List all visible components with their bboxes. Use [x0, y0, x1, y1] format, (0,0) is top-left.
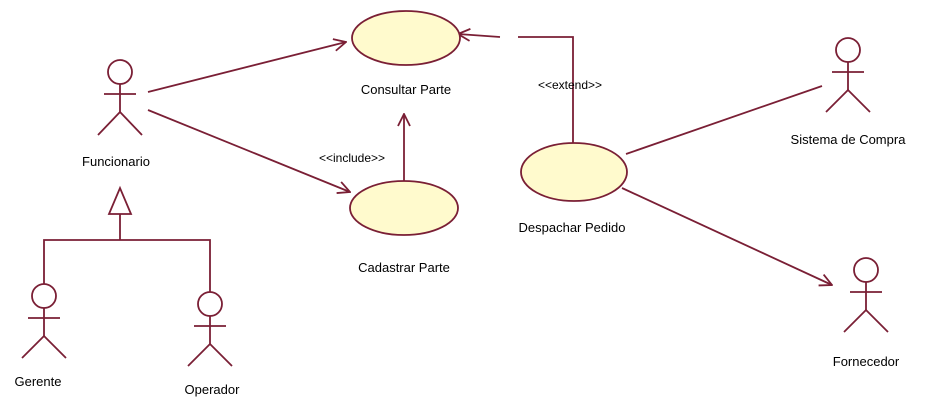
generalization-triangle	[107, 185, 133, 215]
usecase-despachar-pedido[interactable]	[520, 142, 628, 202]
actor-head	[107, 59, 133, 85]
actor-fornecedor[interactable]	[843, 257, 889, 333]
actor-leg-right	[209, 343, 233, 367]
association-funcionario-consultar	[147, 42, 346, 93]
stereotype-include: <<include>>	[319, 151, 385, 165]
actor-head	[31, 283, 57, 309]
generalization-tree	[43, 239, 211, 292]
usecase-label-despachar-pedido: Despachar Pedido	[519, 220, 626, 235]
usecase-label-cadastrar-parte: Cadastrar Parte	[358, 260, 450, 275]
actor-label-fornecedor: Fornecedor	[833, 354, 900, 369]
usecase-label-consultar-parte: Consultar Parte	[361, 82, 451, 97]
actor-head	[197, 291, 223, 317]
actor-label-funcionario: Funcionario	[82, 154, 150, 169]
usecase-consultar-parte[interactable]	[351, 10, 461, 66]
labels: Funcionario Gerente Operador Sistema de …	[15, 78, 907, 397]
association-despachar-sistema	[625, 85, 823, 155]
actor-operador[interactable]	[187, 291, 233, 367]
actor-leg-left	[843, 309, 867, 333]
actor-label-sistema-compra: Sistema de Compra	[791, 132, 907, 147]
use-cases	[349, 10, 628, 236]
actor-leg-left	[21, 335, 45, 359]
actor-leg-left	[187, 343, 211, 367]
actor-head	[853, 257, 879, 283]
association-funcionario-cadastrar	[147, 109, 350, 192]
actor-head	[835, 37, 861, 63]
actor-leg-left	[97, 111, 121, 136]
actor-gerente[interactable]	[21, 283, 67, 359]
relationships	[43, 34, 832, 292]
actor-funcionario[interactable]	[97, 59, 143, 136]
extend-relationship	[518, 36, 574, 146]
actor-leg-right	[43, 335, 67, 359]
actor-leg-right	[119, 111, 143, 136]
stereotype-extend: <<extend>>	[538, 78, 602, 92]
actor-leg-right	[865, 309, 889, 333]
actor-label-operador: Operador	[185, 382, 241, 397]
actor-leg-right	[847, 89, 871, 113]
actor-label-gerente: Gerente	[15, 374, 62, 389]
usecase-cadastrar-parte[interactable]	[349, 180, 459, 236]
association-despachar-fornecedor	[621, 187, 832, 285]
actor-sistema-compra[interactable]	[825, 37, 871, 113]
extend-arrow-segment	[458, 34, 501, 37]
actor-leg-left	[825, 89, 849, 113]
